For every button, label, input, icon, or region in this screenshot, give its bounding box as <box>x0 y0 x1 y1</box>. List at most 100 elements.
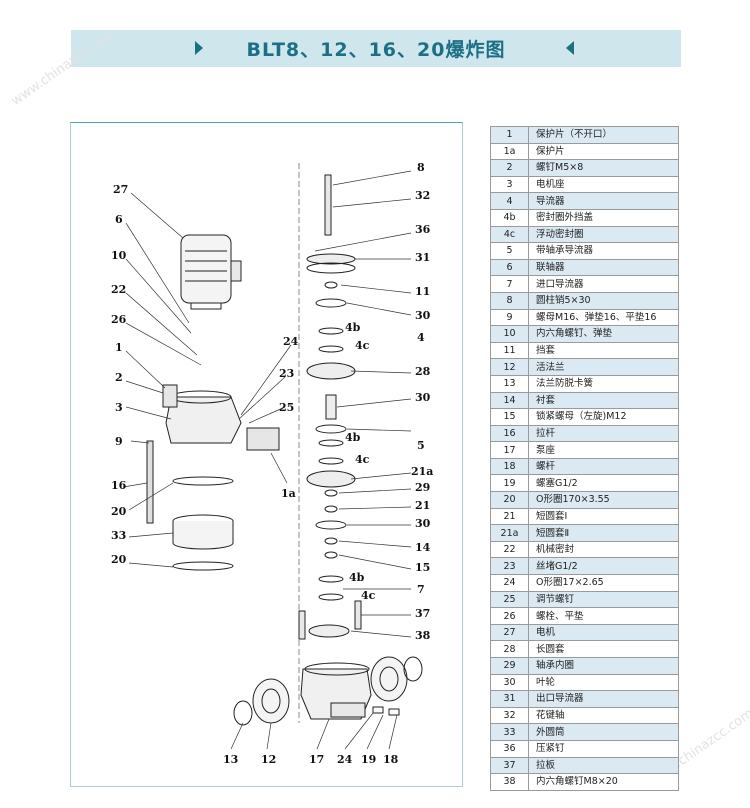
pump-base-drawing <box>233 656 423 726</box>
part-number: 13 <box>490 374 529 393</box>
callout-label: 4c <box>355 339 370 352</box>
part-name: 圆柱销5×30 <box>528 291 679 310</box>
part-number: 15 <box>490 408 529 426</box>
callout-label: 18 <box>383 753 399 766</box>
callout-label: 4b <box>349 571 365 584</box>
callout-label: 22 <box>111 283 126 296</box>
callout-label: 8 <box>417 161 425 174</box>
motor-drawing <box>180 234 242 310</box>
callout-label: 32 <box>415 189 430 202</box>
part-number: 19 <box>490 474 529 493</box>
part-name: 调节螺钉 <box>528 590 679 609</box>
part-number: 14 <box>490 391 529 410</box>
callout-label: 4c <box>355 453 370 466</box>
part-number: 23 <box>490 557 529 576</box>
part-number: 22 <box>490 540 529 559</box>
callout-label: 4c <box>361 589 376 602</box>
part-number: 5 <box>490 242 529 260</box>
callout-label: 10 <box>111 249 127 262</box>
callout-label: 27 <box>113 183 128 196</box>
part-name: 机械密封 <box>528 540 679 559</box>
callout-label: 24 <box>283 335 299 348</box>
callout-label: 4 <box>417 331 425 344</box>
callout-labels: 27 6 10 22 26 1 2 3 9 16 20 33 20 24 23 … <box>111 161 433 766</box>
part-number: 12 <box>490 358 529 376</box>
exploded-diagram: 27 6 10 22 26 1 2 3 9 16 20 33 20 24 23 … <box>70 122 463 787</box>
part-number: 38 <box>490 773 529 791</box>
part-name: 丝堵G1/2 <box>528 557 679 576</box>
part-name: 密封圈外挡盖 <box>528 208 679 227</box>
part-name: 保护片（不开口） <box>528 126 679 144</box>
part-number: 9 <box>490 308 529 327</box>
part-number: 21 <box>490 507 529 526</box>
part-name: 保护片 <box>528 142 679 161</box>
part-number: 4c <box>490 225 529 244</box>
part-name: 衬套 <box>528 391 679 410</box>
tie-rod-drawing <box>146 440 154 524</box>
part-name: 外圆筒 <box>528 723 679 741</box>
outer-cylinder-drawing <box>172 476 234 571</box>
part-number: 21a <box>490 524 529 542</box>
part-name: 螺母M16、弹垫16、平垫16 <box>528 308 679 327</box>
callout-label: 33 <box>111 529 126 542</box>
part-name: 泵座 <box>528 441 679 459</box>
callout-label: 19 <box>361 753 376 766</box>
part-number: 33 <box>490 723 529 741</box>
part-number: 4 <box>490 192 529 210</box>
part-name: 螺栓、平垫 <box>528 607 679 625</box>
part-number: 31 <box>490 690 529 708</box>
callout-label: 30 <box>415 309 431 322</box>
part-name: 电机 <box>528 623 679 642</box>
part-number: 16 <box>490 424 529 443</box>
part-number: 17 <box>490 441 529 459</box>
arrow-right-icon <box>195 41 203 55</box>
part-name: 花键轴 <box>528 706 679 725</box>
part-name: 轴承内圈 <box>528 657 679 675</box>
callout-label: 4b <box>345 431 361 444</box>
part-number: 26 <box>490 607 529 625</box>
part-number: 3 <box>490 175 529 194</box>
part-number: 11 <box>490 341 529 360</box>
callout-label: 25 <box>279 401 294 414</box>
callout-label: 24 <box>337 753 353 766</box>
part-name: 锁紧螺母（左旋)M12 <box>528 408 679 426</box>
callout-label: 4b <box>345 321 361 334</box>
part-number: 18 <box>490 457 529 476</box>
part-number: 1 <box>490 126 529 144</box>
part-number: 6 <box>490 258 529 277</box>
part-name: 螺钉M5×8 <box>528 159 679 177</box>
part-name: 螺杆 <box>528 457 679 476</box>
callout-label: 37 <box>415 607 430 620</box>
callout-label: 1 <box>115 341 123 354</box>
callout-label: 20 <box>111 553 127 566</box>
part-name: 带轴承导流器 <box>528 242 679 260</box>
motor-stand-drawing <box>162 384 280 451</box>
callout-label: 2 <box>115 371 123 384</box>
part-name: 法兰防脱卡簧 <box>528 374 679 393</box>
watermark: www.chinazcc.com <box>8 26 119 109</box>
